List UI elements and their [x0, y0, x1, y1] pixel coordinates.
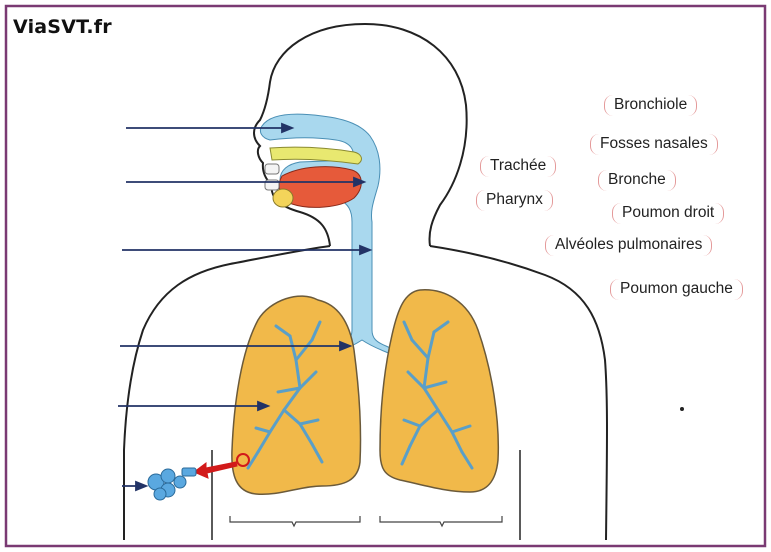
left-lung-bracket: [380, 516, 502, 526]
red-arrow: [194, 462, 237, 478]
label-trachee[interactable]: Trachée: [480, 156, 556, 177]
pointer-arrow-6: [122, 482, 146, 490]
right-lung-bracket: [230, 516, 360, 526]
label-bronchiole[interactable]: Bronchiole: [604, 95, 697, 116]
teeth-top: [265, 164, 279, 174]
alveoli-cluster: [148, 468, 196, 500]
left-lung-shape: [380, 290, 498, 492]
label-pharynx[interactable]: Pharynx: [476, 190, 553, 211]
label-poumon-gauche[interactable]: Poumon gauche: [610, 279, 743, 300]
chin: [273, 189, 293, 207]
site-logo: ViaSVT.fr: [13, 16, 112, 38]
stray-dot: [680, 407, 684, 411]
label-poumon-droit[interactable]: Poumon droit: [612, 203, 724, 224]
pointer-arrow-3: [122, 246, 370, 254]
label-alveoles-pulmonaires[interactable]: Alvéoles pulmonaires: [545, 235, 712, 256]
label-fosses-nasales[interactable]: Fosses nasales: [590, 134, 718, 155]
label-bronche[interactable]: Bronche: [598, 170, 676, 191]
